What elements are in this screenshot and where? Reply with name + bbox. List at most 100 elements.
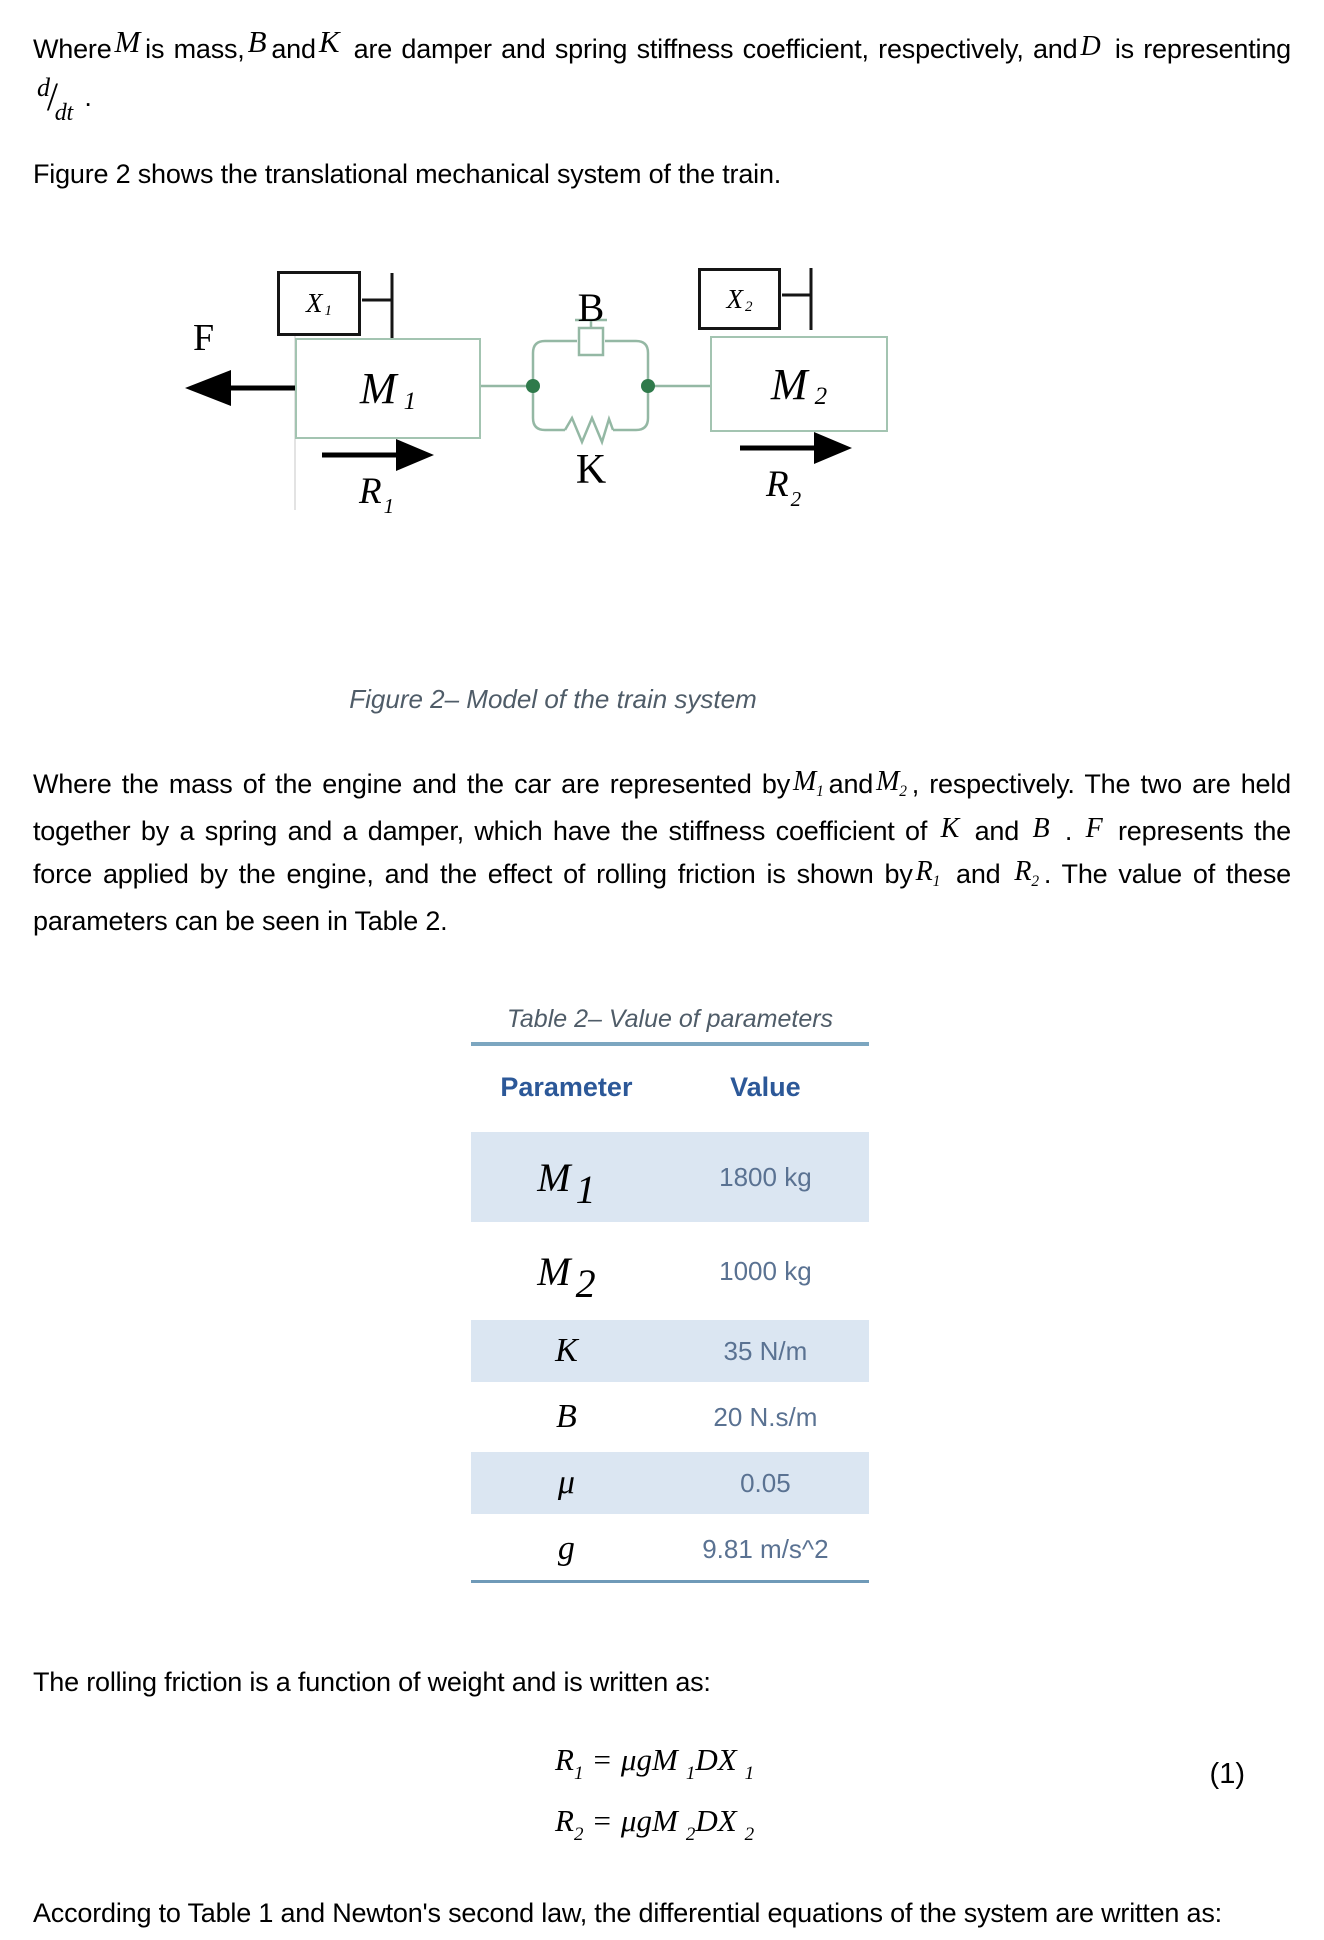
param-sub-m2: 2 [575, 1260, 596, 1306]
body-text-3: , respectively. The two are held togethe… [33, 769, 1291, 846]
math-symbol-B: B [247, 24, 267, 59]
m2-sub: 2 [899, 782, 907, 800]
param-symbol-b: B [556, 1398, 577, 1435]
eq1-X-sub: 1 [744, 1763, 755, 1784]
r2-subscript: 2 [790, 487, 802, 511]
body-text-1: Where the mass of the engine and the car… [33, 769, 791, 799]
body-text-4: and [974, 816, 1020, 846]
param-value-g: 9.81 m/s^2 [702, 1533, 829, 1564]
right-node-dot [641, 379, 655, 393]
column-header-parameter: Parameter [471, 1044, 662, 1131]
param-symbol-mu: μ [557, 1464, 575, 1501]
param-sub-m1: 1 [575, 1166, 596, 1212]
r1-sym: R [915, 856, 933, 887]
x1-subscript: 1 [324, 303, 333, 319]
closing-paragraph: According to Table 1 and Newton's second… [33, 1898, 1222, 1928]
math-r1: R1 [915, 856, 941, 890]
math-symbol-M: M [114, 24, 141, 59]
intro-text-2: is mass, [145, 34, 245, 64]
r2-sub: 2 [1031, 872, 1039, 890]
fraction-slash: / [46, 74, 58, 119]
m2-label: M [770, 359, 808, 409]
body-text-2: and [828, 769, 874, 799]
equation-number: (1) [1209, 1758, 1245, 1790]
x1-flag-icon [362, 273, 394, 338]
param-symbol-m2: M [537, 1248, 571, 1294]
spring-label: K [575, 447, 607, 493]
eq1-equals: = [593, 1742, 611, 1777]
eq1-M: M [651, 1742, 678, 1777]
intro-text-7: . [84, 82, 92, 112]
x1-label: X [306, 288, 323, 318]
damper-spring-loop [531, 339, 650, 432]
eq1-mu: μ [620, 1742, 637, 1777]
eq2-g: g [636, 1803, 652, 1838]
intro-text-6: is representing [1114, 34, 1291, 64]
math-r2: R2 [1014, 856, 1039, 890]
damper-icon [575, 318, 607, 357]
m2-subscript: 2 [814, 383, 828, 410]
m1-label: M [359, 364, 397, 413]
param-value-m2: 1000 kg [719, 1255, 812, 1286]
param-symbol-g: g [557, 1530, 575, 1567]
spring-icon [563, 414, 615, 446]
param-value-b: 20 N.s/m [713, 1401, 818, 1432]
d-dt-fraction: d/dt [37, 73, 73, 126]
eq2-M-sub: 2 [685, 1824, 696, 1845]
math-symbol-K: K [318, 24, 340, 59]
eq2-DX: DX [695, 1803, 737, 1838]
r2-friction-label: R2 [766, 463, 801, 511]
eq2-R-sub: 2 [573, 1824, 584, 1845]
r1-subscript: 1 [383, 494, 395, 518]
math-f: F [1085, 813, 1103, 844]
math-symbol-D: D [1080, 31, 1101, 62]
math-k: K [940, 813, 960, 844]
eq2-R: R [555, 1803, 574, 1838]
body-text-8: . The value of these parameters can be s… [33, 859, 1291, 936]
r2-sym: R [1014, 856, 1032, 887]
param-symbol-k: K [555, 1332, 578, 1369]
left-node-dot [526, 379, 540, 393]
eq2-mu: μ [620, 1803, 637, 1838]
body-paragraph: Where the mass of the engine and the car… [33, 763, 1291, 943]
intro-text-5: and [1032, 34, 1078, 64]
force-arrow [185, 370, 295, 406]
table-row-k: K 35 N/m [471, 1316, 869, 1386]
eq1-R: R [555, 1742, 574, 1777]
r1-friction-label: R1 [359, 470, 394, 518]
body-text-5: . [1064, 816, 1073, 846]
param-value-k: 35 N/m [661, 1316, 869, 1386]
eq1-M-sub: 1 [685, 1763, 696, 1784]
math-m2: M2 [876, 766, 907, 800]
table-row-b: B 20 N.s/m [471, 1384, 869, 1450]
parameters-table-container: Table 2– Value of parameters Parameter V… [471, 1005, 869, 1583]
x2-label: X [726, 283, 744, 314]
eq1-g: g [636, 1742, 652, 1777]
eq2-M: M [651, 1803, 678, 1838]
x2-subscript: 2 [745, 298, 753, 315]
m1-subscript: 1 [403, 387, 417, 415]
eq1-DX: DX [695, 1742, 737, 1777]
figure-caption: Figure 2– Model of the train system [349, 684, 757, 714]
r1-base: R [359, 471, 382, 512]
body-text-7: and [956, 859, 1001, 889]
param-value-m1: 1800 kg [661, 1128, 869, 1226]
damper-label: B [577, 285, 605, 330]
fraction-numerator: d [37, 73, 50, 102]
intro-text-3: and [271, 34, 316, 64]
intro-text-4: are damper and spring stiffness coeffici… [353, 34, 1024, 64]
force-label: F [193, 317, 215, 359]
